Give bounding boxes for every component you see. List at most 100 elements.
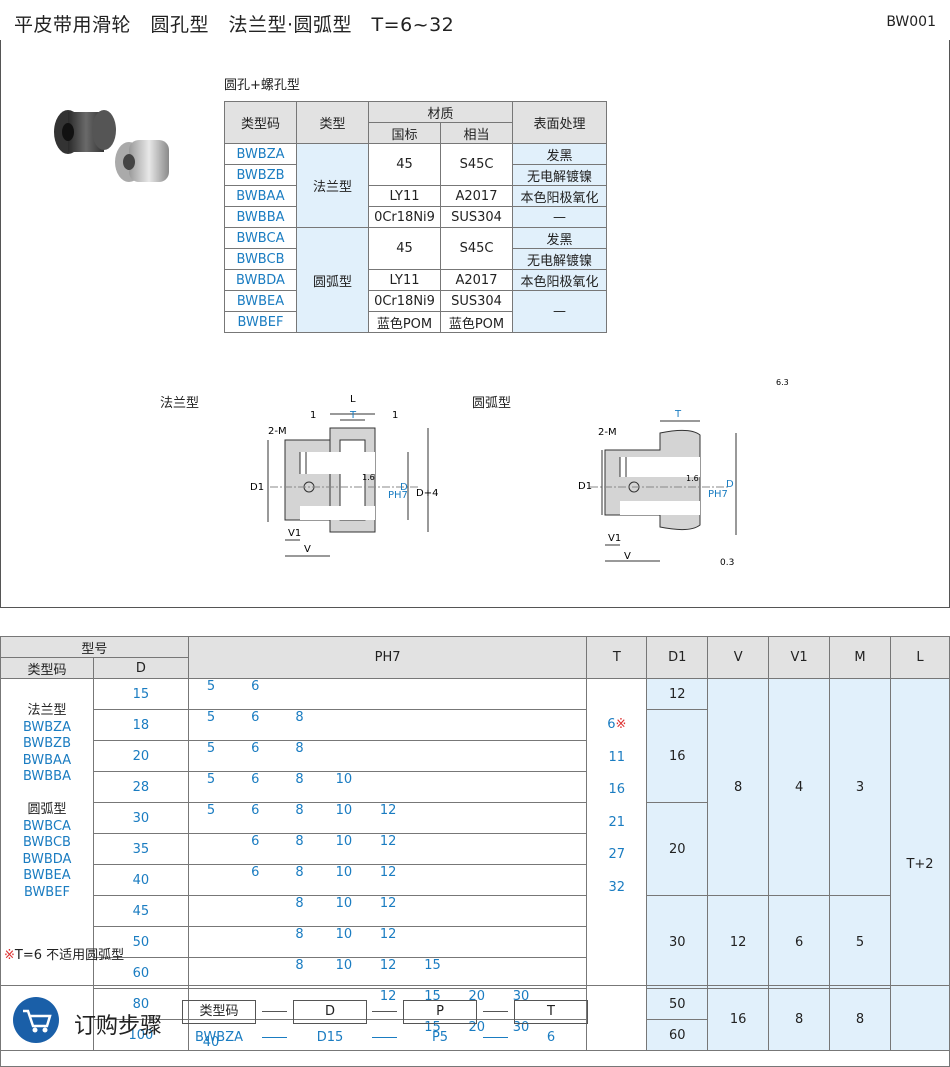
p-value: 12	[379, 803, 397, 818]
material-cell: 0Cr18Ni9	[368, 206, 441, 228]
dim-v: V	[304, 544, 311, 555]
d-cell: 18	[92, 709, 189, 741]
t-number: 16	[608, 782, 626, 798]
surface-cell: —	[512, 290, 607, 333]
d1-cell: 12	[646, 678, 709, 710]
dim-d: D	[726, 479, 734, 490]
order-field-code: 类型码	[182, 1000, 256, 1024]
d-cell: 40	[92, 864, 189, 896]
footnote: ※T=6 不适用圆弧型	[4, 944, 124, 963]
p-value: 10	[335, 927, 353, 942]
material-cell: A2017	[440, 185, 513, 207]
p-value: 6	[251, 679, 260, 694]
p-value: 5	[206, 741, 216, 756]
page-title: 平皮带用滑轮 圆孔型 法兰型·圆弧型 T=6~32	[14, 14, 455, 36]
col-v1: V1	[768, 636, 831, 679]
material-cell: S45C	[440, 143, 513, 186]
dim-m: 2-M	[268, 426, 287, 437]
d1-cell: 60	[646, 1019, 709, 1051]
order-title: 订购步骤	[74, 1014, 163, 1039]
product-photo	[54, 110, 169, 182]
type-code: BWBAA	[224, 185, 297, 207]
type-code-item: BWBZA	[22, 719, 71, 735]
col-m: M	[829, 636, 891, 679]
p-value: 10	[335, 896, 353, 911]
v-cell: 8	[707, 678, 770, 896]
p-value: 12	[379, 834, 397, 849]
surface-cell: 发黑	[512, 143, 607, 165]
order-divider	[372, 1011, 397, 1012]
col-v: V	[707, 636, 770, 679]
t-number: 21	[608, 814, 626, 830]
p-value: 10	[335, 772, 353, 787]
v1-cell: 6	[768, 895, 831, 989]
order-field-d: D	[293, 1000, 367, 1024]
type-code: BWBZA	[224, 143, 297, 165]
p-value: 12	[379, 989, 397, 1004]
dim-03: 0.3	[720, 558, 734, 568]
type-code: BWBZB	[224, 164, 297, 186]
note-mark: ※	[4, 948, 15, 963]
roughness-63: 6.3	[776, 378, 789, 387]
t-number: 32	[608, 879, 626, 895]
p-value: 10	[335, 834, 353, 849]
flange-drawing-label: 法兰型	[160, 396, 200, 411]
col-equivalent: 相当	[440, 122, 513, 144]
order-field-t: T	[514, 1000, 588, 1024]
v1-cell: 8	[768, 988, 831, 1051]
p-value: 8	[295, 834, 304, 849]
arc-drawing-label: 圆弧型	[472, 396, 512, 411]
m-cell: 5	[829, 895, 891, 989]
p-value: 5	[206, 803, 216, 818]
p-value: 8	[295, 803, 304, 818]
type-code-item: BWBBA	[22, 769, 71, 784]
d1-cell: 20	[646, 802, 709, 896]
dim-t: T	[674, 409, 682, 420]
type-code: BWBEA	[224, 290, 297, 312]
p-value: 8	[295, 741, 304, 756]
dim-ph7: PH7	[708, 489, 728, 500]
dim-ph7: PH7	[388, 490, 408, 501]
p-value: 6	[251, 865, 260, 880]
dim-1-left: 1	[310, 410, 316, 421]
p-value: 10	[335, 958, 353, 973]
t-number: 27	[608, 847, 626, 863]
dim-m: 2-M	[598, 427, 617, 438]
t-number: 6	[607, 717, 616, 732]
p-value: 8	[295, 927, 304, 942]
p-value: 5	[206, 772, 216, 787]
type-code-item: 圆弧型	[27, 802, 67, 817]
surface-cell: 无电解镀镍	[512, 248, 607, 270]
d1-cell: 16	[646, 709, 709, 803]
arc-drawing: T 2-M D1 PH7 D 1.6 6.3 V1 V 0.3	[578, 378, 789, 568]
dim-v1: V1	[608, 533, 621, 544]
material-cell: 蓝色POM	[368, 311, 441, 333]
type-code-item: BWBZB	[22, 736, 71, 751]
type-code-item: BWBCA	[22, 818, 71, 834]
d-cell: 60	[92, 957, 189, 989]
order-value-code: BWBZA	[194, 1030, 244, 1045]
order-divider	[262, 1011, 287, 1012]
material-cell: S45C	[440, 227, 513, 270]
type-code-item: BWBAA	[22, 752, 72, 768]
p-value: 8	[295, 772, 304, 787]
p-value: 5	[206, 679, 216, 694]
material-cell: 45	[368, 227, 441, 270]
material-cell: LY11	[368, 269, 441, 291]
material-cell: SUS304	[440, 206, 513, 228]
dim-d: D	[400, 482, 408, 493]
type-code: BWBCA	[224, 227, 297, 249]
p-value: 12	[379, 927, 397, 942]
product-code: BW001	[886, 14, 936, 30]
col-type: 类型	[296, 101, 369, 144]
p-value: 15	[424, 958, 441, 973]
surface-cell: 本色阳极氧化	[512, 185, 607, 207]
